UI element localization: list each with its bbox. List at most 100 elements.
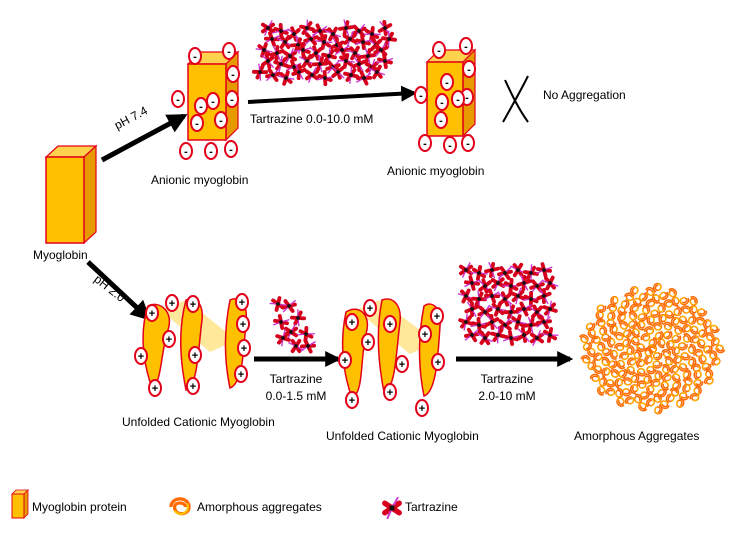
positive-charge: + bbox=[383, 383, 397, 401]
aggregate-icon bbox=[604, 386, 617, 398]
positive-charge: + bbox=[415, 399, 429, 417]
svg-text:+: + bbox=[241, 343, 247, 355]
svg-text:-: - bbox=[219, 115, 223, 127]
aggregate-icon bbox=[609, 295, 620, 307]
negative-charge: - bbox=[224, 140, 238, 158]
svg-text:+: + bbox=[349, 395, 355, 407]
label-no-aggregation: No Aggregation bbox=[543, 88, 626, 102]
label-tartrazine-middle-1: Tartrazine bbox=[269, 372, 323, 386]
svg-text:+: + bbox=[192, 350, 198, 362]
aggregate-icon bbox=[625, 364, 638, 377]
label-unfolded-cationic-2: Unfolded Cationic Myoglobin bbox=[326, 429, 479, 443]
tartrazine-icon bbox=[302, 28, 320, 50]
aggregate-icon bbox=[702, 374, 715, 388]
label-anionic-myoglobin-2: Anionic myoglobin bbox=[387, 164, 485, 178]
positive-charge: + bbox=[363, 299, 377, 317]
aggregate-icon bbox=[621, 376, 633, 386]
negative-charge: - bbox=[434, 111, 448, 129]
negative-charge: - bbox=[188, 47, 202, 65]
svg-text:+: + bbox=[169, 298, 175, 310]
positive-charge: + bbox=[418, 325, 432, 343]
aggregate-icon bbox=[678, 362, 690, 373]
legend-label-protein: Myoglobin protein bbox=[32, 500, 127, 514]
aggregate-icon bbox=[680, 351, 692, 361]
svg-text:-: - bbox=[467, 64, 471, 76]
svg-text:-: - bbox=[176, 94, 180, 106]
negative-charge: - bbox=[204, 142, 218, 160]
svg-text:+: + bbox=[166, 334, 172, 346]
unfolded-myoglobin-1 bbox=[142, 298, 247, 391]
aggregate-icon bbox=[682, 383, 691, 394]
cross-icon bbox=[502, 75, 529, 123]
negative-charge: - bbox=[435, 93, 449, 111]
arrow-tartrazine-top bbox=[247, 85, 418, 104]
tartrazine-icon bbox=[341, 64, 361, 86]
tartrazine-icon bbox=[533, 258, 555, 282]
aggregate-icon bbox=[613, 386, 625, 399]
aggregate-icon bbox=[714, 343, 727, 355]
positive-charge: + bbox=[383, 315, 397, 333]
svg-text:+: + bbox=[367, 303, 373, 315]
aggregate-icon bbox=[605, 378, 617, 388]
svg-text:-: - bbox=[466, 138, 470, 150]
tartrazine-icon bbox=[304, 65, 320, 85]
negative-charge: - bbox=[214, 111, 228, 129]
tartrazine-icon bbox=[274, 327, 292, 349]
negative-charge: - bbox=[443, 136, 457, 154]
aggregate-icon bbox=[634, 357, 647, 370]
positive-charge: + bbox=[395, 355, 409, 373]
charges-anionic-2: ------------ bbox=[414, 37, 476, 154]
negative-charge: - bbox=[171, 90, 185, 108]
positive-charge: + bbox=[345, 313, 359, 331]
svg-text:+: + bbox=[240, 319, 246, 331]
aggregate-icon bbox=[651, 321, 663, 331]
positive-charge: + bbox=[186, 377, 200, 395]
aggregate-icon bbox=[688, 304, 699, 317]
negative-charge: - bbox=[225, 90, 239, 108]
aggregate-icon bbox=[687, 294, 700, 307]
charges-anionic-1: ------------ bbox=[171, 42, 240, 160]
amorphous-aggregates-cluster bbox=[577, 281, 727, 416]
tartrazine-icon bbox=[508, 262, 528, 278]
svg-text:+: + bbox=[190, 299, 196, 311]
svg-text:-: - bbox=[456, 94, 460, 106]
aggregate-icon bbox=[577, 332, 590, 345]
positive-charge: + bbox=[188, 346, 202, 364]
svg-text:+: + bbox=[399, 359, 405, 371]
negative-charge: - bbox=[461, 134, 475, 152]
svg-text:+: + bbox=[149, 308, 155, 320]
svg-text:-: - bbox=[199, 101, 203, 113]
negative-charge: - bbox=[190, 114, 204, 132]
negative-charge: - bbox=[206, 92, 220, 110]
aggregate-icon bbox=[688, 333, 701, 347]
aggregate-icon bbox=[608, 367, 621, 379]
aggregate-icon bbox=[617, 367, 629, 380]
unfolded-myoglobin-2 bbox=[341, 298, 441, 400]
svg-text:+: + bbox=[419, 403, 425, 415]
svg-text:+: + bbox=[138, 351, 144, 363]
positive-charge: + bbox=[430, 307, 444, 325]
label-myoglobin: Myoglobin bbox=[33, 248, 88, 262]
legend-aggregate-icon bbox=[169, 497, 191, 516]
svg-text:-: - bbox=[440, 97, 444, 109]
positive-charge: + bbox=[236, 315, 250, 333]
aggregate-icon bbox=[626, 309, 639, 322]
myoglobin-block bbox=[44, 144, 98, 245]
svg-text:-: - bbox=[231, 69, 235, 81]
negative-charge: - bbox=[226, 65, 240, 83]
legend-label-aggregates: Amorphous aggregates bbox=[197, 500, 322, 514]
tartrazine-icon bbox=[529, 328, 545, 348]
label-tartrazine-top: Tartrazine 0.0-10.0 mM bbox=[250, 112, 374, 126]
aggregate-icon bbox=[679, 304, 692, 315]
tartrazine-icon bbox=[249, 60, 271, 84]
label-anionic-myoglobin-1: Anionic myoglobin bbox=[151, 173, 249, 187]
legend-protein-icon bbox=[11, 489, 29, 519]
label-tartrazine-middle-2: 0.0-1.5 mM bbox=[265, 389, 327, 403]
negative-charge: - bbox=[440, 73, 454, 91]
positive-charge: + bbox=[431, 353, 445, 371]
negative-charge: - bbox=[418, 134, 432, 152]
svg-text:+: + bbox=[239, 297, 245, 309]
svg-text:-: - bbox=[229, 144, 233, 156]
svg-text:+: + bbox=[422, 329, 428, 341]
positive-charge: + bbox=[338, 351, 352, 369]
